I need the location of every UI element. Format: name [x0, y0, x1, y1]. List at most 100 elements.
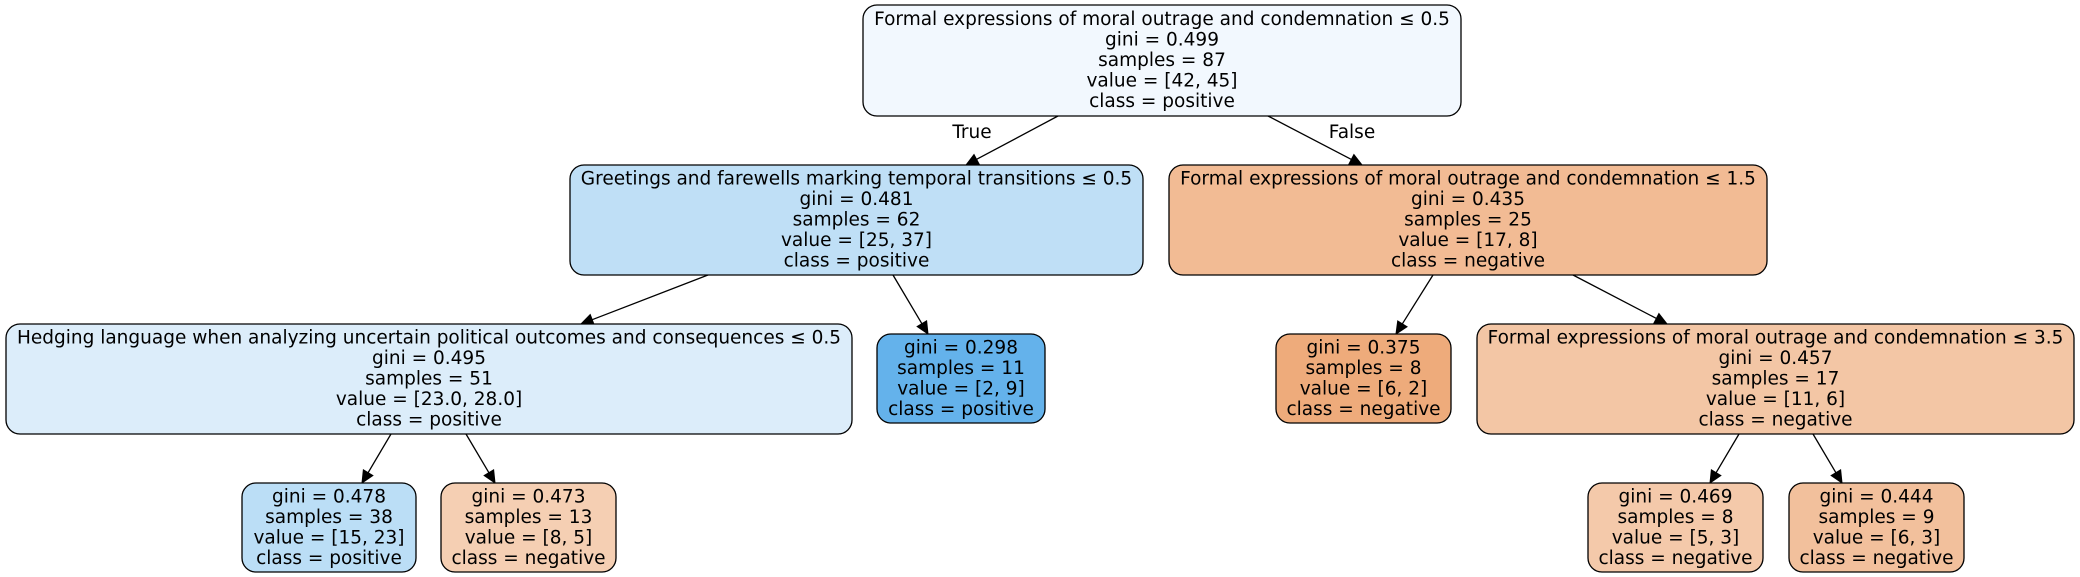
edge-n6-to-n10 — [1812, 433, 1843, 485]
node-split-rule: Formal expressions of moral outrage and … — [1488, 328, 2064, 349]
node-box — [862, 4, 1462, 117]
edge-line — [976, 115, 1059, 160]
edge-root-to-n1: True — [951, 115, 1059, 166]
edge-n3-to-n7 — [361, 433, 392, 485]
arrowhead-icon — [1348, 153, 1364, 166]
edge-n2-to-n5 — [1395, 274, 1434, 336]
node-samples: samples = 51 — [365, 369, 493, 390]
node-box — [5, 323, 853, 435]
edge-line — [1572, 274, 1657, 320]
arrowhead-icon — [483, 469, 496, 485]
arrowhead-icon — [579, 313, 595, 326]
node-moral-outrage-3-5-split: Formal expressions of moral outrage and … — [1476, 323, 2075, 435]
node-greetings-split: Greetings and farewells marking temporal… — [569, 164, 1144, 276]
edge-line — [591, 274, 709, 321]
node-value: value = [6, 2] — [1300, 378, 1428, 399]
node-split-rule: Hedging language when analyzing uncertai… — [17, 328, 841, 349]
node-value: value = [2, 9] — [897, 378, 1025, 399]
arrowhead-icon — [1653, 312, 1669, 325]
edge-label-false: False — [1329, 122, 1375, 143]
edge-line — [1715, 433, 1740, 474]
node-value: value = [11, 6] — [1706, 389, 1845, 410]
node-gini: gini = 0.469 — [1619, 486, 1733, 507]
arrowhead-icon — [1395, 320, 1408, 336]
root-node: Formal expressions of moral outrage and … — [862, 4, 1462, 117]
edge-line — [465, 433, 490, 474]
node-gini: gini = 0.478 — [272, 486, 386, 507]
node-samples: samples = 8 — [1306, 358, 1422, 379]
node-box — [1587, 482, 1764, 573]
node-gini: gini = 0.435 — [1411, 189, 1525, 210]
arrowhead-icon — [361, 469, 374, 485]
node-value: value = [42, 45] — [1086, 71, 1237, 92]
edge-n3-to-n8 — [465, 433, 496, 485]
node-box — [241, 482, 417, 573]
node-box — [1168, 164, 1768, 276]
edge-n2-to-n6 — [1572, 274, 1669, 325]
node-class: class = negative — [1598, 548, 1752, 569]
node-box — [440, 482, 617, 573]
edge-n1-to-n4 — [892, 274, 929, 336]
node-gini: gini = 0.499 — [1105, 30, 1219, 51]
edge-line — [1812, 433, 1837, 474]
node-class: class = positive — [888, 399, 1034, 420]
node-split-rule: Formal expressions of moral outrage and … — [874, 9, 1450, 30]
arrowhead-icon — [1830, 469, 1843, 485]
edge-line — [367, 433, 392, 474]
node-samples: samples = 8 — [1618, 507, 1734, 528]
node-samples: samples = 9 — [1819, 507, 1935, 528]
node-value: value = [25, 37] — [781, 230, 932, 251]
node-class: class = positive — [1089, 91, 1235, 112]
node-box — [876, 333, 1046, 424]
arrowhead-icon — [916, 320, 929, 336]
node-samples: samples = 62 — [793, 210, 921, 231]
edge-root-to-n2: False — [1267, 115, 1375, 166]
node-split-rule: Formal expressions of moral outrage and … — [1180, 169, 1756, 190]
node-class: class = negative — [1286, 399, 1440, 420]
node-gini: gini = 0.457 — [1719, 348, 1833, 369]
node-gini: gini = 0.473 — [472, 486, 586, 507]
node-box — [569, 164, 1144, 276]
node-samples: samples = 17 — [1712, 369, 1840, 390]
node-samples: samples = 38 — [265, 507, 393, 528]
node-gini: gini = 0.481 — [800, 189, 914, 210]
node-class: class = negative — [1391, 251, 1545, 272]
node-class: class = positive — [256, 548, 402, 569]
node-samples: samples = 87 — [1098, 50, 1226, 71]
node-samples: samples = 13 — [465, 507, 593, 528]
edge-line — [892, 274, 923, 325]
node-box — [1788, 482, 1965, 573]
node-gini: gini = 0.495 — [372, 348, 486, 369]
node-samples: samples = 11 — [897, 358, 1025, 379]
arrowhead-icon — [1709, 469, 1722, 485]
node-value: value = [15, 23] — [253, 527, 404, 548]
node-class: class = positive — [784, 251, 930, 272]
node-split-rule: Greetings and farewells marking temporal… — [581, 169, 1132, 190]
node-value: value = [8, 5] — [465, 527, 593, 548]
node-value: value = [23.0, 28.0] — [336, 389, 522, 410]
edge-line — [1267, 115, 1352, 161]
node-gini: gini = 0.444 — [1820, 486, 1934, 507]
node-hedging-split: Hedging language when analyzing uncertai… — [5, 323, 853, 435]
node-gini: gini = 0.298 — [904, 337, 1018, 358]
edge-label-true: True — [951, 122, 991, 143]
edge-n6-to-n9 — [1709, 433, 1740, 485]
node-gini: gini = 0.375 — [1307, 337, 1421, 358]
node-class: class = negative — [1698, 410, 1852, 431]
nodes-layer: Formal expressions of moral outrage and … — [5, 4, 2075, 573]
node-value: value = [17, 8] — [1398, 230, 1537, 251]
node-class: class = positive — [356, 410, 502, 431]
edge-n1-to-n3 — [579, 274, 709, 326]
edge-line — [1401, 274, 1434, 325]
node-samples: samples = 25 — [1404, 210, 1532, 231]
node-value: value = [6, 3] — [1813, 527, 1941, 548]
node-class: class = negative — [1799, 548, 1953, 569]
node-box — [1275, 333, 1452, 424]
